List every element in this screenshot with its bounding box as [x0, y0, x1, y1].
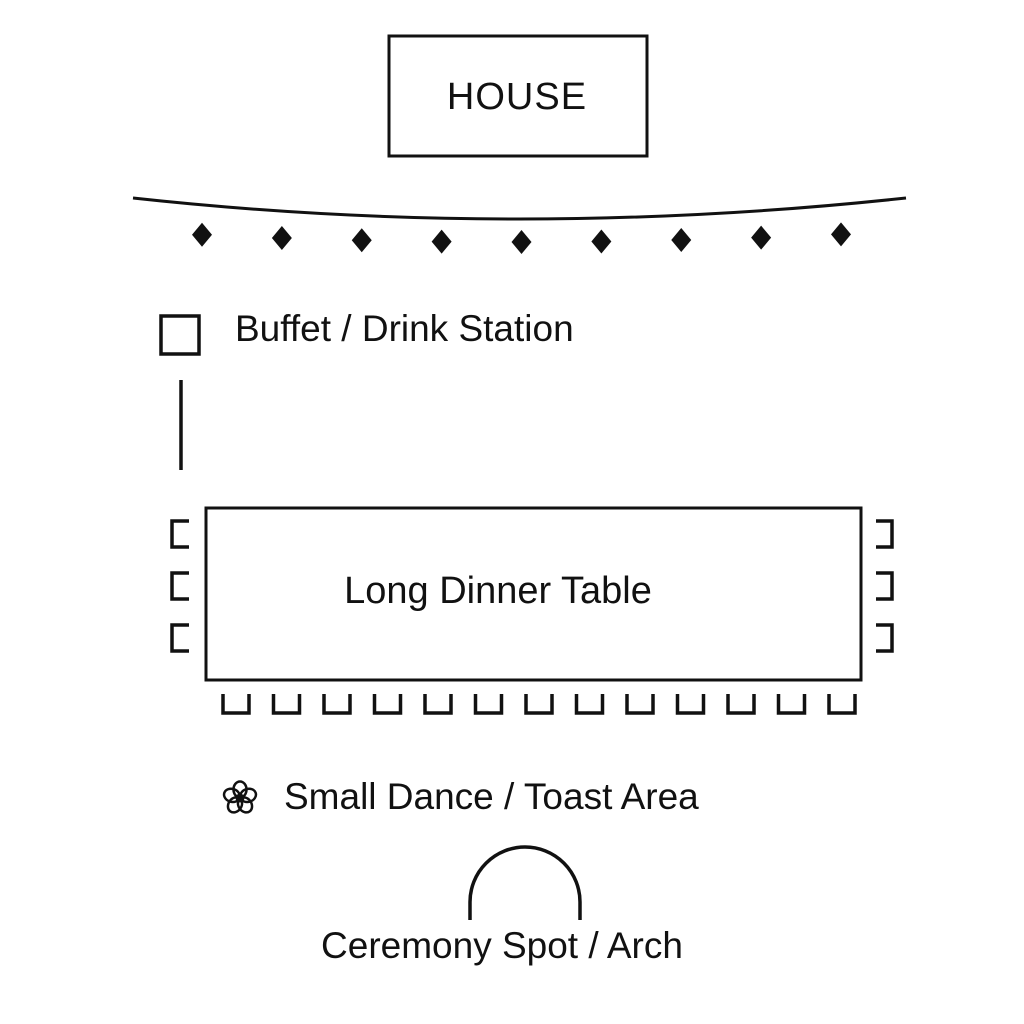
chair-icon: [876, 623, 894, 653]
chair-icon: [423, 694, 453, 715]
chairs-right-end: [876, 519, 894, 653]
diamond-bulb-icon: [351, 228, 372, 253]
chair-icon: [625, 694, 655, 715]
table-label: Long Dinner Table: [344, 570, 652, 612]
chair-icon: [271, 694, 302, 715]
chair-icon: [675, 694, 706, 715]
string-lights: [132, 196, 907, 254]
square-station-icon: [159, 314, 201, 356]
dance-area: Small Dance / Toast Area: [222, 776, 699, 817]
table-outline: [204, 506, 863, 682]
chair-icon: [574, 694, 605, 715]
long-dinner-table: Long Dinner Table: [170, 506, 894, 715]
flower-icon: [222, 780, 258, 814]
chair-icon: [473, 694, 504, 715]
chair-icon: [524, 694, 554, 715]
chair-icon: [876, 519, 894, 549]
chair-icon: [372, 694, 403, 715]
string-lights-wire: [132, 196, 907, 221]
chair-icon: [221, 694, 251, 715]
diamond-bulb-icon: [511, 229, 532, 254]
chair-icon: [726, 694, 756, 715]
house-block: HOUSE: [387, 34, 649, 158]
chair-icon: [170, 623, 189, 653]
chair-icon: [322, 694, 352, 715]
diamond-bulb-icon: [192, 222, 212, 247]
diamond-bulb-icon: [271, 225, 292, 250]
chair-icon: [170, 571, 189, 601]
diamond-bulb-icon: [591, 229, 612, 254]
house-outline: [387, 34, 649, 158]
house-label: HOUSE: [447, 76, 587, 118]
ceremony-spot: Ceremony Spot / Arch: [321, 845, 683, 966]
ceremony-label: Ceremony Spot / Arch: [321, 925, 683, 966]
arch-icon: [468, 845, 582, 920]
chair-icon: [827, 694, 857, 715]
buffet-station: Buffet / Drink Station: [159, 308, 574, 470]
chair-icon: [876, 571, 894, 601]
string-light-bulbs: [192, 222, 851, 254]
diamond-bulb-icon: [431, 229, 452, 254]
buffet-label: Buffet / Drink Station: [235, 308, 574, 349]
dance-label: Small Dance / Toast Area: [284, 776, 699, 817]
diamond-bulb-icon: [831, 222, 851, 247]
diamond-bulb-icon: [751, 225, 772, 250]
chairs-left-end: [170, 519, 189, 653]
chair-icon: [776, 694, 807, 715]
chairs-front-side: [221, 694, 857, 715]
diamond-bulb-icon: [671, 228, 692, 253]
chair-icon: [170, 519, 189, 549]
